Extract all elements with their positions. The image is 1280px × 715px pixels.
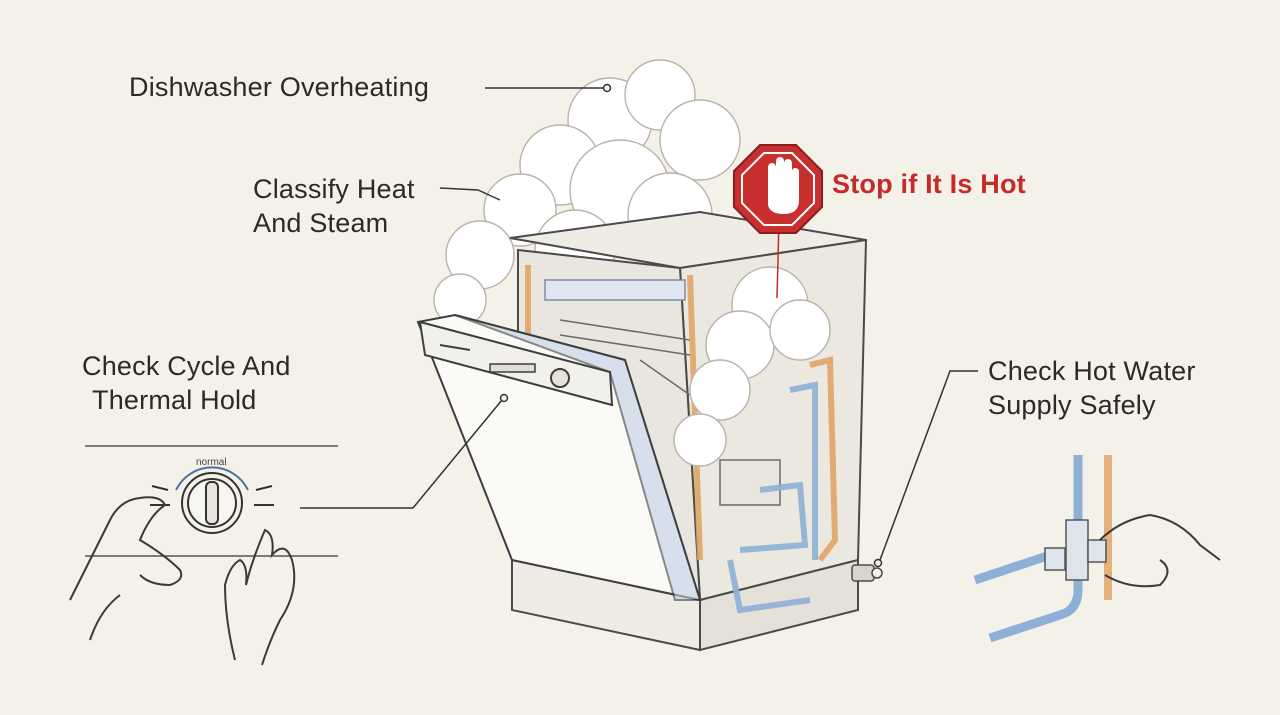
stop-sign-hand-icon [733, 144, 823, 234]
label-check-cycle-line2: Thermal Hold [92, 385, 257, 415]
hands-icon [69, 496, 296, 666]
label-check-cycle: Check Cycle And Thermal Hold [82, 349, 291, 417]
dishwasher-door [416, 313, 702, 602]
cold-pipes [727, 381, 818, 614]
label-hot-water: Check Hot Water Supply Safely [988, 354, 1196, 422]
label-hot-water-line1: Check Hot Water [988, 356, 1196, 386]
label-hot-water-line2: Supply Safely [988, 390, 1156, 420]
label-classify-heat-line2: And Steam [253, 208, 389, 238]
pipe-valve-icon [973, 455, 1221, 643]
dial-knob-icon [150, 466, 274, 534]
control-panel [85, 445, 338, 557]
inner-rack [544, 279, 781, 506]
steam-cloud [433, 59, 741, 327]
leader-lines [300, 83, 978, 568]
dial-setting-label: normal [196, 457, 227, 468]
label-classify-heat-line1: Classify Heat [253, 174, 415, 204]
label-stop-if-hot: Stop if It Is Hot [832, 169, 1026, 199]
steam-puff-front [673, 266, 831, 467]
label-check-cycle-line1: Check Cycle And [82, 351, 291, 381]
diagram-title: Dishwasher Overheating [129, 72, 430, 102]
label-classify-heat: Classify Heat And Steam [253, 172, 415, 240]
hose-connector [851, 564, 883, 582]
